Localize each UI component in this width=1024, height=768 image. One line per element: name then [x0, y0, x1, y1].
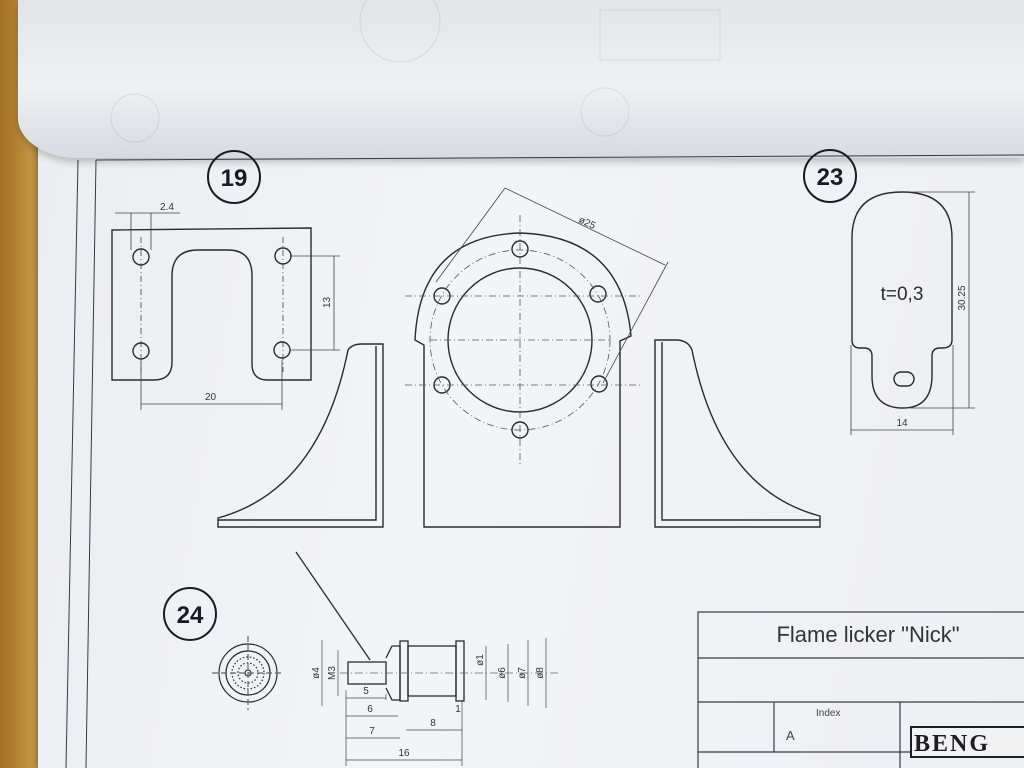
part-19-plate	[111, 227, 312, 381]
part-19-dimensions	[115, 212, 340, 410]
part-24-label: 24	[163, 587, 217, 641]
company-logo: BENG	[910, 726, 1024, 758]
sheet-border	[65, 154, 1024, 768]
bracket-dimension-d25	[435, 187, 669, 384]
dim-14: 14	[896, 418, 908, 429]
dim-20: 20	[205, 392, 217, 403]
dim-d1: ø1	[475, 654, 486, 666]
dim-5: 5	[363, 686, 369, 697]
show-through-marks	[110, 0, 721, 143]
dim-2-4: 2.4	[160, 202, 174, 213]
part-23-number: 23	[817, 164, 844, 191]
drawing-title: Flame licker "Nick"	[776, 622, 959, 647]
bracket-right-side-view	[654, 339, 821, 528]
curled-previous-page	[18, 0, 1024, 158]
index-value: A	[786, 728, 795, 743]
dim-d8: ø8	[535, 667, 546, 679]
part-24-side-view	[295, 551, 560, 702]
drawing-sheet	[38, 140, 1024, 768]
dim-7: 7	[369, 726, 375, 737]
title-block	[697, 611, 1024, 768]
index-label: Index	[816, 708, 840, 719]
dim-m3: M3	[327, 666, 338, 680]
dim-1: 1	[455, 704, 461, 715]
dim-d25: ø25	[577, 215, 598, 232]
part-23-dimensions	[850, 191, 975, 435]
bracket-centerlines	[405, 215, 640, 465]
dim-13: 13	[322, 296, 333, 308]
part-23-shim	[851, 191, 953, 409]
bracket-front-view	[414, 232, 632, 528]
part-23-label: 23	[803, 149, 857, 203]
dim-8: 8	[430, 718, 436, 729]
dim-d7: ø7	[517, 667, 528, 679]
part-24-end-view	[212, 636, 284, 710]
dim-30-25: 30.25	[957, 285, 968, 310]
dim-d4: ø4	[311, 667, 322, 679]
logo-text: BENG	[914, 731, 990, 757]
part-24-dimensions	[321, 638, 547, 766]
dim-16: 16	[398, 748, 410, 759]
dim-d6: ø6	[497, 667, 508, 679]
part-23-thickness: t=0,3	[881, 284, 924, 305]
part-19-number: 19	[221, 165, 248, 192]
part-24-number: 24	[177, 602, 204, 629]
dim-6: 6	[367, 704, 373, 715]
bracket-left-side-view	[217, 343, 384, 528]
part-19-label: 19	[207, 150, 261, 204]
